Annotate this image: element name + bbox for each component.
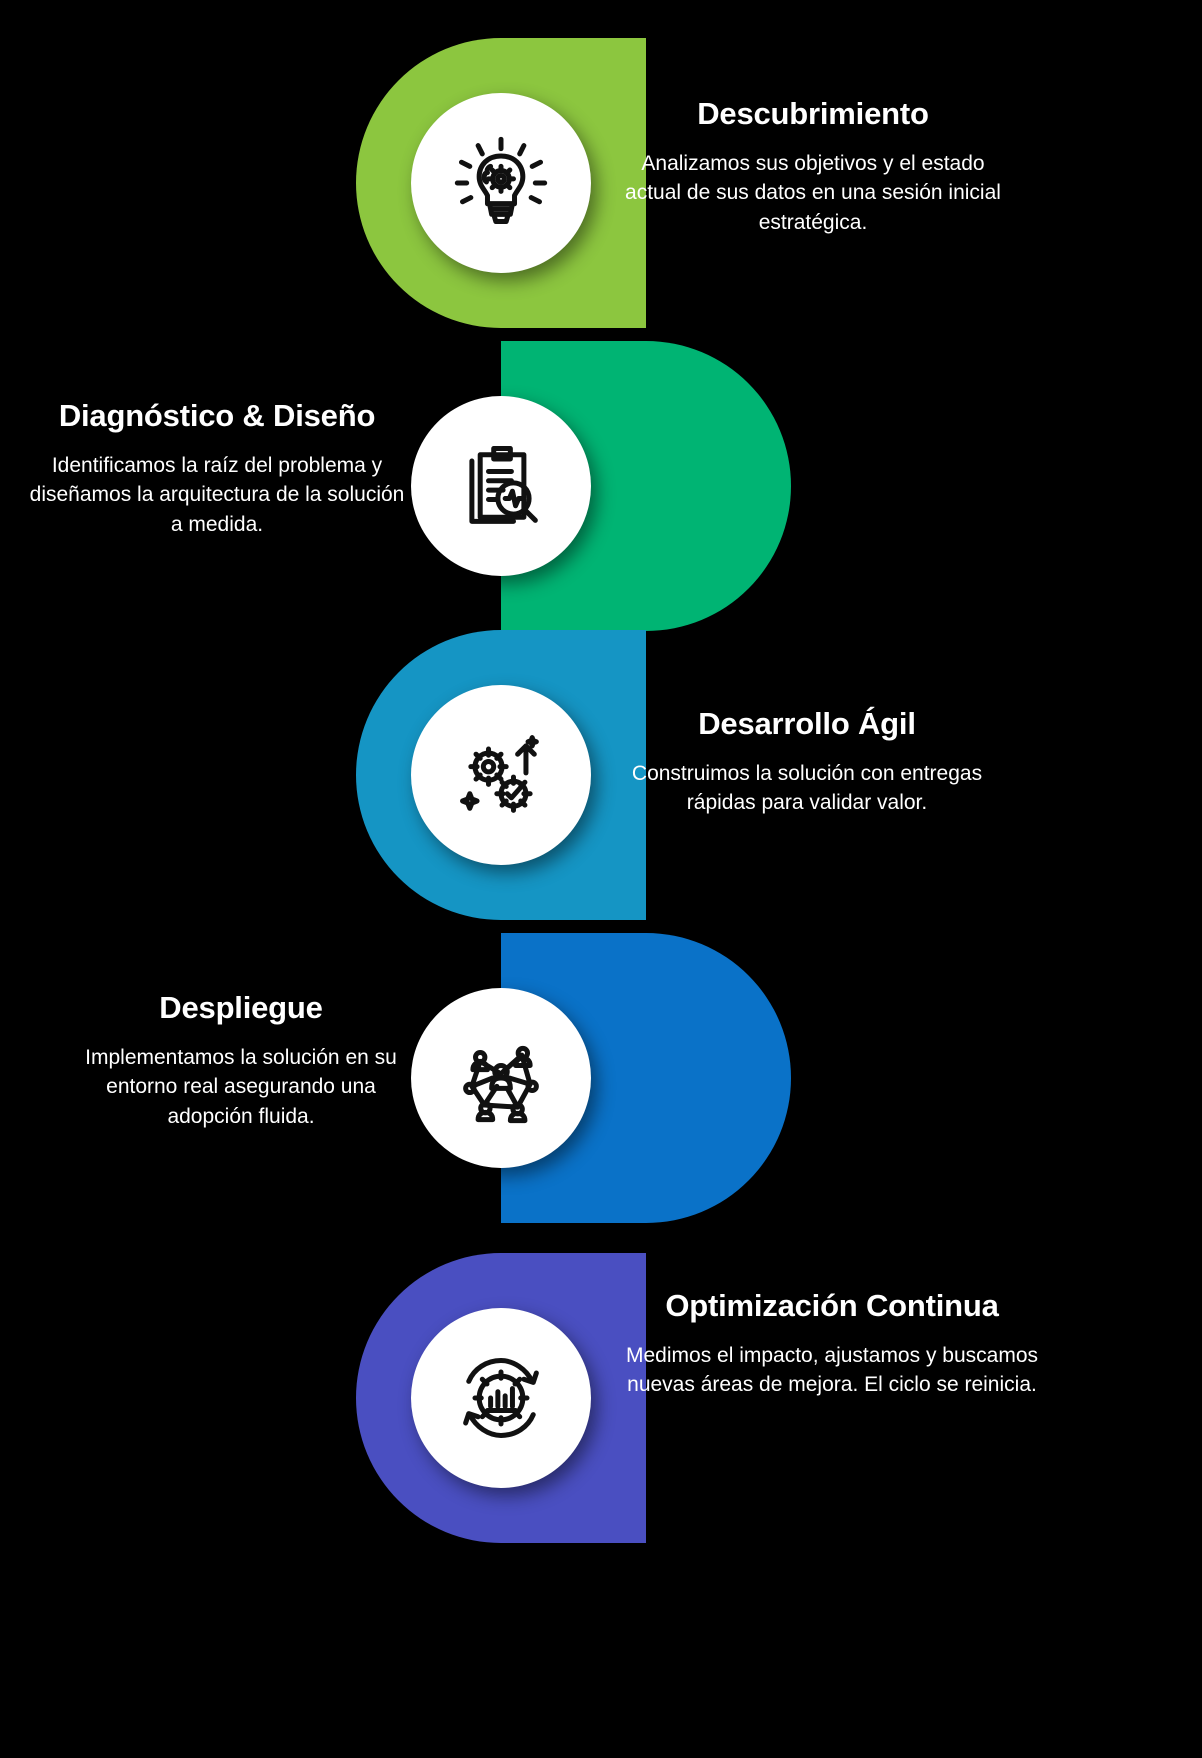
step-3-text: Desarrollo Ágil Construimos la solución …	[604, 706, 1010, 818]
step-2-body: Identificamos la raíz del problema y dis…	[29, 453, 405, 537]
step-4-body: Implementamos la solución en su entorno …	[85, 1045, 397, 1129]
step-2-text: Diagnóstico & Diseño Identificamos la ra…	[28, 398, 406, 540]
step-4-title: Despliegue	[159, 990, 323, 1025]
gears-arrow-icon	[449, 723, 553, 827]
step-1-text: Descubrimiento Analizamos sus objetivos …	[612, 96, 1014, 238]
step-5-text: Optimización Continua Medimos el impacto…	[612, 1288, 1052, 1400]
step-3-title: Desarrollo Ágil	[698, 706, 916, 741]
step-4-text: Despliegue Implementamos la solución en …	[66, 990, 416, 1132]
clipboard-magnifier-icon	[449, 434, 553, 538]
step-2-icon-disc[interactable]	[411, 396, 591, 576]
step-1-icon-disc[interactable]	[411, 93, 591, 273]
step-5-icon-disc[interactable]	[411, 1308, 591, 1488]
lightbulb-gear-icon	[449, 131, 553, 235]
step-1-body: Analizamos sus objetivos y el estado act…	[625, 151, 1001, 235]
step-5-body: Medimos el impacto, ajustamos y buscamos…	[626, 1343, 1038, 1397]
step-2-title: Diagnóstico & Diseño	[58, 398, 376, 433]
step-3-body: Construimos la solución con entregas ráp…	[631, 761, 983, 815]
network-nodes-icon	[449, 1026, 553, 1130]
gear-chart-cycle-icon	[449, 1346, 553, 1450]
step-1-title: Descubrimiento	[697, 96, 929, 131]
step-5-title: Optimización Continua	[665, 1288, 999, 1323]
step-3-icon-disc[interactable]	[411, 685, 591, 865]
step-4-icon-disc[interactable]	[411, 988, 591, 1168]
